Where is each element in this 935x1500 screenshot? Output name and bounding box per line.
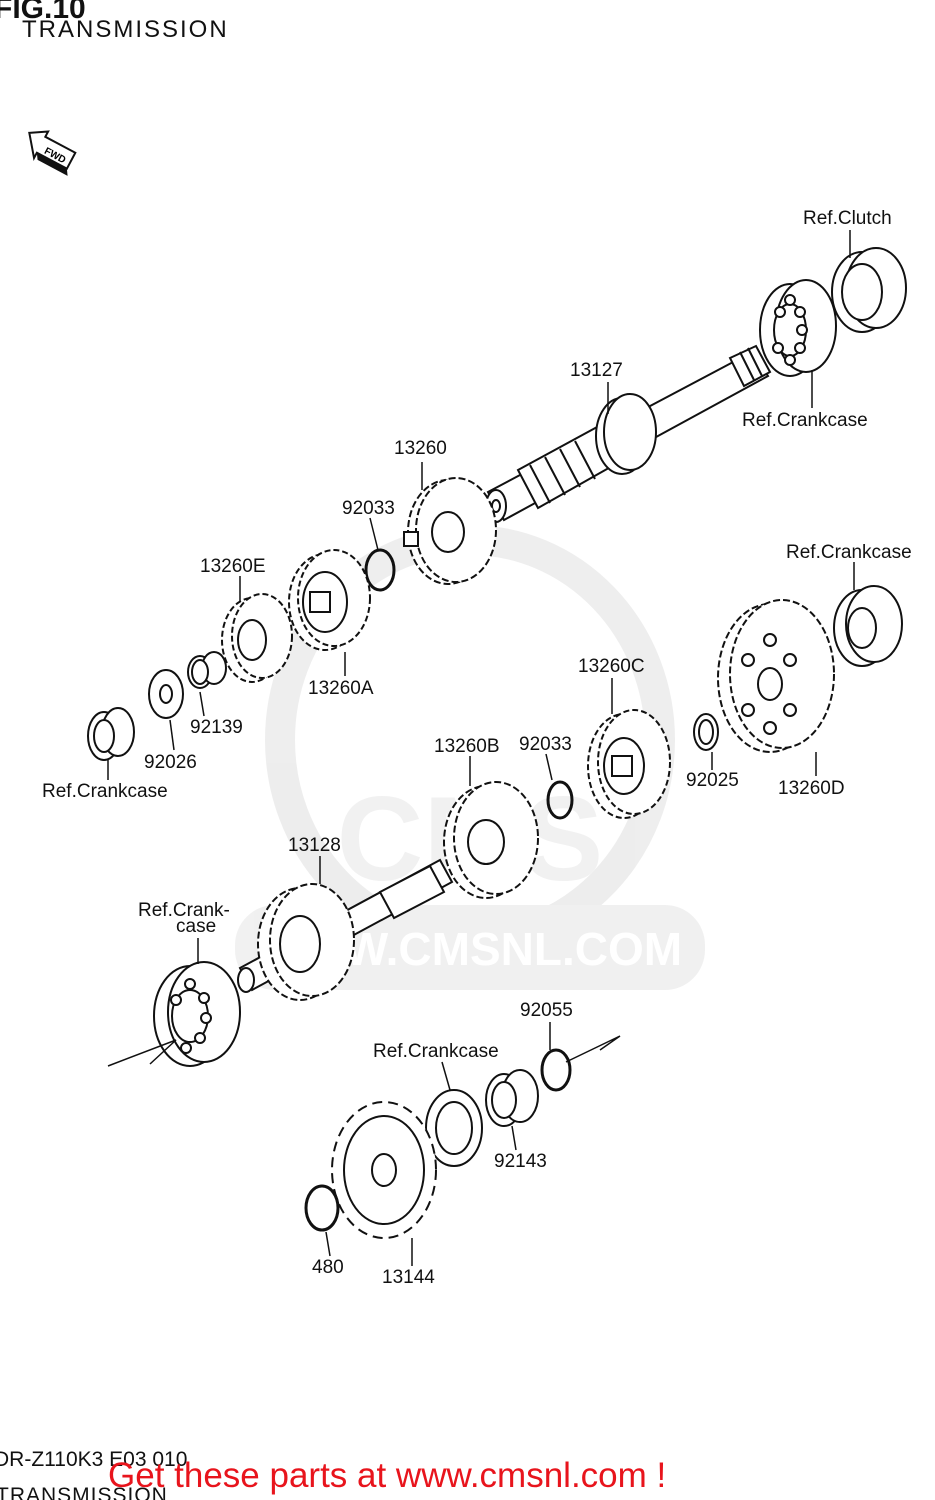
callout-leaders [107,230,855,1266]
label-13260B: 13260B [434,736,500,757]
label-13144: 13144 [382,1267,435,1288]
label-ref-crankcase-bottom: Ref.Crankcase [373,1041,499,1062]
bearing-right [833,585,903,667]
label-92055: 92055 [520,1000,573,1021]
label-13260D: 13260D [778,778,845,799]
footer-section: TRANSMISSION [0,1484,168,1500]
circlip-92033-top [364,548,396,592]
figure-subtitle: TRANSMISSION [22,16,229,43]
bearing-lower-left [153,961,241,1067]
gear-13260E [221,593,293,683]
washer-92026 [148,669,184,719]
label-92026: 92026 [144,752,197,773]
figure-number: FIG.10 [0,0,86,25]
leader-line-left [107,1039,177,1067]
label-ref-crank-line2: case [176,916,217,937]
label-13260: 13260 [394,438,447,459]
bearing-top [759,279,837,377]
label-ref-crankcase-left: Ref.Crankcase [42,781,168,802]
sprocket-13144 [331,1101,437,1239]
gear-13260A [288,549,371,651]
gear-13260 [403,477,497,585]
label-ref-crankcase-top: Ref.Crankcase [742,410,868,431]
label-92033-mid: 92033 [519,734,572,755]
gear-13127 [595,393,657,475]
label-13128: 13128 [288,835,341,856]
label-13127: 13127 [570,360,623,381]
circlip-480 [304,1184,340,1232]
gear-13260B [443,781,539,899]
oil-seal [425,1089,483,1167]
circlip-92033-mid [546,780,574,820]
label-92143: 92143 [494,1151,547,1172]
clutch-bushing [831,247,907,333]
collar-92143 [485,1069,539,1127]
label-92025: 92025 [686,770,739,791]
promo-link[interactable]: Get these parts at www.cmsnl.com ! [108,1456,667,1495]
label-ref-crank-line1: Ref.Crank- [138,900,230,921]
label-ref-crankcase-right: Ref.Crankcase [786,542,912,563]
washer-92025 [693,713,719,751]
bushing-92139 [187,651,227,689]
gear-13260C [587,709,671,819]
fwd-arrow-icon: FWD [28,130,77,176]
gear-13128 [257,883,355,1001]
label-92139: 92139 [190,717,243,738]
gear-13260D [717,599,835,753]
label-92033-top: 92033 [342,498,395,519]
label-13260A: 13260A [308,678,374,699]
model-code: DR-Z110K3 E03 010 [0,1448,188,1471]
label-13260C: 13260C [578,656,645,677]
o-ring-92055 [540,1048,572,1092]
needle-bearing-left [87,707,135,761]
label-13260E: 13260E [200,556,266,577]
label-480: 480 [312,1257,344,1278]
label-ref-clutch: Ref.Clutch [803,208,892,229]
leader-line-right [565,1035,621,1063]
